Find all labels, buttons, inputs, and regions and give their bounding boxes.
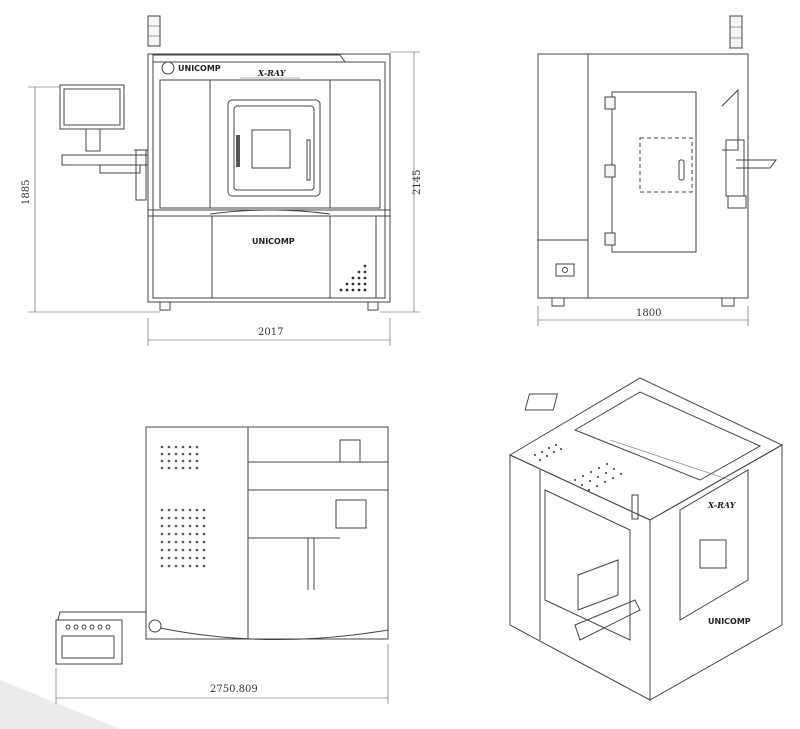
iso-xray-label: X-RAY <box>707 500 737 510</box>
top-vent-upper <box>160 445 199 470</box>
front-brand-label: UNICOMP <box>252 237 295 246</box>
iso-brand-label: UNICOMP <box>708 617 751 626</box>
top-view <box>55 426 389 665</box>
front-vent <box>339 264 367 292</box>
top-width-dim: 2750.809 <box>210 684 258 695</box>
side-width-dim: 1800 <box>636 308 661 319</box>
iso-top-vent <box>533 443 623 492</box>
top-vent-lower <box>160 508 206 568</box>
front-view: UNICOMP X-RAY UNICOMP <box>59 15 391 311</box>
front-dimensions: 1885 2145 2017 <box>21 51 423 346</box>
isometric-view: X-RAY UNICOMP <box>508 377 784 701</box>
front-height-dim: 1885 <box>21 180 32 205</box>
side-view <box>537 15 777 307</box>
overall-height-dim: 2145 <box>412 170 423 195</box>
front-logo-text: UNICOMP <box>178 64 221 73</box>
corner-shade <box>0 680 120 729</box>
front-xray-label: X-RAY <box>257 68 287 78</box>
side-dimensions: 1800 <box>537 306 749 326</box>
top-dimensions: 2750.809 <box>55 644 389 704</box>
front-width-dim: 2017 <box>258 327 283 338</box>
